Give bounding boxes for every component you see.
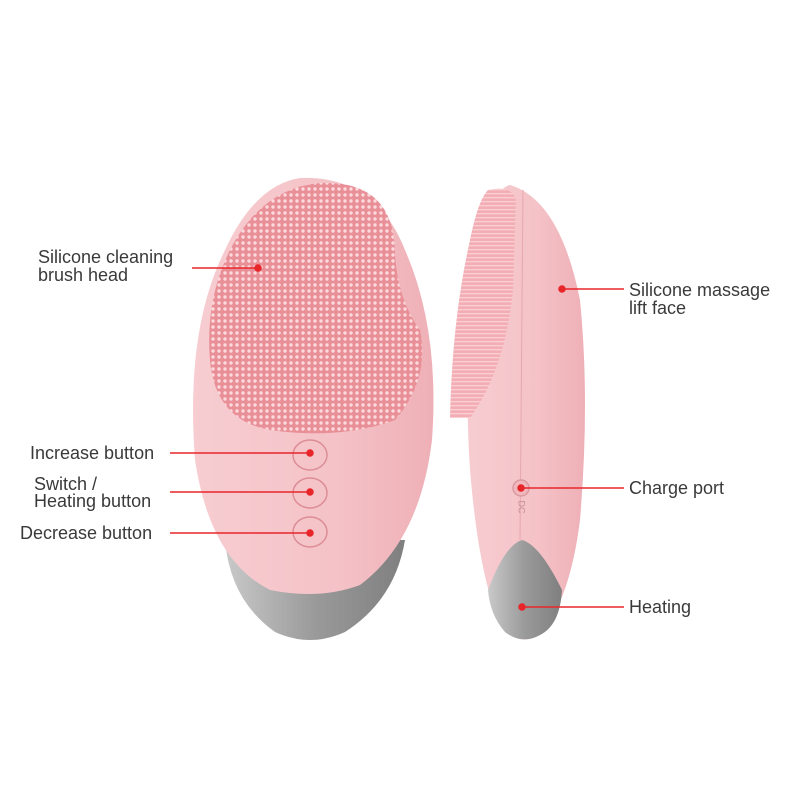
dc-marking: DC	[516, 500, 527, 514]
label-switch-line1: Switch /	[34, 474, 98, 494]
button-panel	[292, 439, 328, 548]
side-silver-base	[488, 540, 562, 640]
side-view-device	[450, 185, 585, 640]
label-increase-button: Increase button	[30, 443, 155, 463]
label-decrease-button: Decrease button	[20, 523, 153, 543]
label-massage-line1: Silicone massage	[629, 280, 771, 300]
label-brush-head-line2: brush head	[38, 265, 129, 285]
label-heating: Heating	[629, 597, 692, 617]
label-massage-line2: lift face	[629, 298, 687, 318]
label-switch-line2: Heating button	[34, 491, 152, 511]
front-view-device	[193, 177, 434, 640]
brush-head	[209, 182, 423, 434]
side-bristles	[450, 188, 516, 418]
label-brush-head-line1: Silicone cleaning	[38, 247, 174, 267]
label-charge-port: Charge port	[629, 478, 725, 498]
callout-lines	[170, 264, 624, 611]
